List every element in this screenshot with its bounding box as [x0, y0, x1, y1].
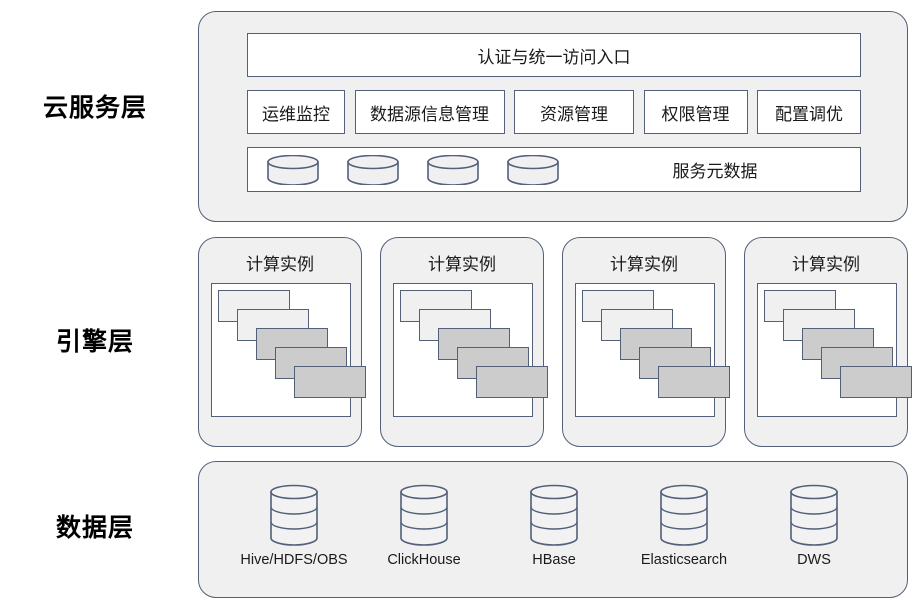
compute-instance-title: 计算实例 [610, 255, 678, 274]
data-store-row: Hive/HDFS/OBS ClickHouse HBase [229, 484, 879, 584]
data-layer-panel: Hive/HDFS/OBS ClickHouse HBase [198, 461, 908, 598]
database-cylinder-icon [267, 154, 319, 185]
compute-instance-3[interactable]: 计算实例 [562, 237, 730, 447]
service-box-config-tuning[interactable]: 配置调优 [757, 90, 861, 134]
cloud-service-button-row: 运维监控 数据源信息管理 资源管理 权限管理 配置调优 [247, 90, 861, 134]
compute-task-card [658, 366, 730, 398]
database-cylinder-icon [347, 154, 399, 185]
database-cylinder-icon [530, 484, 578, 546]
compute-task-card [476, 366, 548, 398]
data-store-hive-hdfs-obs[interactable]: Hive/HDFS/OBS [229, 484, 359, 568]
layer-label-cloud-service: 云服务层 [42, 94, 147, 122]
data-store-label: HBase [532, 552, 576, 568]
database-cylinder-icon [507, 154, 559, 185]
compute-instance-title: 计算实例 [246, 255, 314, 274]
service-box-resource-management[interactable]: 资源管理 [514, 90, 634, 134]
service-metadata-cylinder-group [266, 154, 560, 185]
compute-instance-1[interactable]: 计算实例 [198, 237, 366, 447]
compute-instance-card-stack [211, 283, 366, 417]
data-store-elasticsearch[interactable]: Elasticsearch [619, 484, 749, 568]
auth-unified-access-entry-box[interactable]: 认证与统一访问入口 [247, 33, 861, 77]
database-cylinder-icon [660, 484, 708, 546]
database-cylinder-icon [400, 484, 448, 546]
compute-instance-card-stack [393, 283, 548, 417]
engine-layer-row: 计算实例 计算实例 计算实例 计算实例 [198, 237, 912, 447]
data-store-label: DWS [797, 552, 831, 568]
data-store-hbase[interactable]: HBase [489, 484, 619, 568]
database-cylinder-icon [270, 484, 318, 546]
compute-instance-card-stack [757, 283, 912, 417]
compute-instance-2[interactable]: 计算实例 [380, 237, 548, 447]
data-store-label: ClickHouse [387, 552, 461, 568]
service-metadata-label: 服务元数据 [672, 162, 758, 181]
compute-task-card [294, 366, 366, 398]
compute-instance-card-stack [575, 283, 730, 417]
layer-label-engine: 引擎层 [55, 328, 134, 356]
data-store-clickhouse[interactable]: ClickHouse [359, 484, 489, 568]
compute-task-card [840, 366, 912, 398]
service-box-ops-monitoring[interactable]: 运维监控 [247, 90, 345, 134]
cloud-service-layer-panel: 认证与统一访问入口 运维监控 数据源信息管理 资源管理 权限管理 配置调优 [198, 11, 908, 222]
service-box-permission-management[interactable]: 权限管理 [643, 90, 748, 134]
service-metadata-row: 服务元数据 [247, 147, 861, 192]
data-store-label: Elasticsearch [640, 552, 728, 568]
compute-instance-title: 计算实例 [428, 255, 496, 274]
compute-instance-4[interactable]: 计算实例 [744, 237, 912, 447]
database-cylinder-icon [427, 154, 479, 185]
database-cylinder-icon [790, 484, 838, 546]
layer-label-data: 数据层 [55, 514, 134, 542]
service-box-datasource-info-management[interactable]: 数据源信息管理 [354, 90, 505, 134]
data-store-dws[interactable]: DWS [749, 484, 879, 568]
data-store-label: Hive/HDFS/OBS [240, 552, 348, 568]
compute-instance-title: 计算实例 [792, 255, 860, 274]
